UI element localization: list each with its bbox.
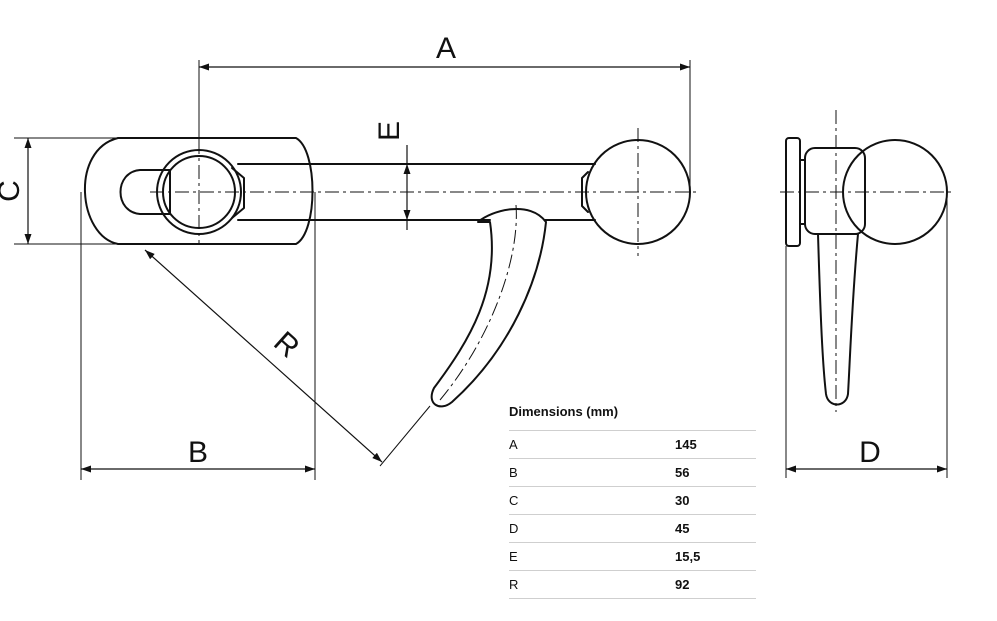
row-value: 30: [675, 493, 690, 508]
front-lever: [817, 233, 859, 406]
label-C: C: [0, 180, 26, 202]
dim-line-R: [144, 249, 383, 463]
hub-collar: [231, 167, 245, 219]
label-R: R: [267, 325, 305, 364]
row-key: R: [509, 577, 519, 592]
table-row: E 15,5: [509, 542, 756, 570]
row-key: D: [509, 521, 519, 536]
row-value: 15,5: [675, 549, 701, 564]
base-slot: [119, 169, 171, 215]
row-key: E: [509, 549, 518, 564]
lever: [430, 208, 547, 408]
row-key: C: [509, 493, 519, 508]
label-E: E: [373, 121, 406, 141]
row-key: B: [509, 465, 518, 480]
table-row: A 145: [509, 430, 756, 458]
row-value: 92: [675, 577, 690, 592]
table-row: D 45: [509, 514, 756, 542]
dimensions-table: Dimensions (mm) A 145 B 56 C 30 D 45 E 1…: [509, 401, 756, 599]
table-row: C 30: [509, 486, 756, 514]
row-value: 56: [675, 465, 690, 480]
handle-arm: [237, 163, 596, 221]
table-row: R 92: [509, 570, 756, 599]
label-D: D: [859, 436, 881, 469]
label-A: A: [436, 32, 456, 65]
dimensions-title: Dimensions (mm): [509, 404, 619, 419]
row-value: 45: [675, 521, 690, 536]
table-row: B 56: [509, 458, 756, 486]
centerline-lever: [439, 204, 517, 401]
label-B: B: [188, 436, 208, 469]
row-key: A: [509, 437, 518, 452]
row-value: 145: [675, 437, 697, 452]
front-hub: [804, 147, 866, 235]
